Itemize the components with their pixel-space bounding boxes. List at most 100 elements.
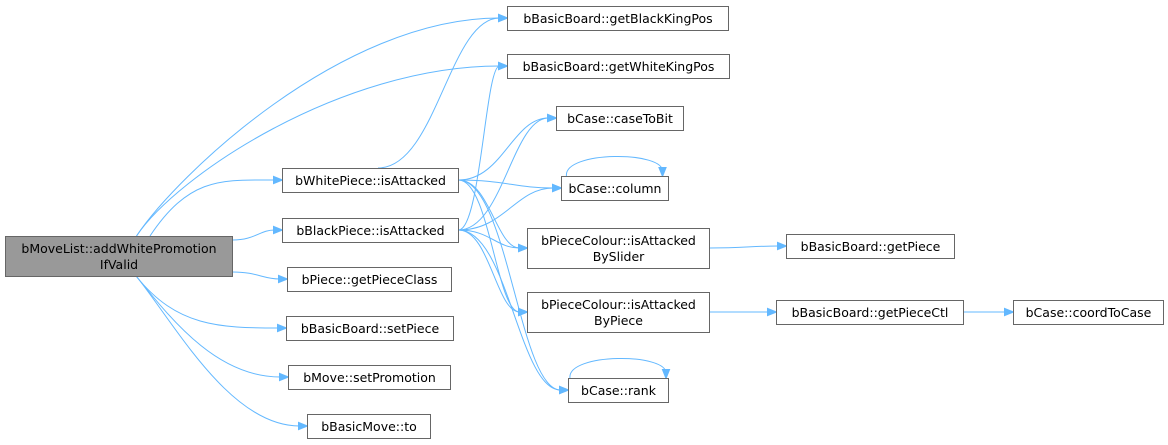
edge-whiteAttacked-caseToBit: [458, 113, 558, 181]
edge-line: [458, 65, 500, 231]
edge-root-pieceClass: [232, 271, 289, 284]
edge-arrowhead: [273, 225, 284, 235]
node-label: bBasicBoard::setPiece: [301, 321, 440, 336]
node-box: [507, 6, 729, 31]
node-label: bMove::setPromotion: [303, 370, 436, 385]
edge-line: [136, 276, 300, 427]
edge-arrowhead: [278, 274, 289, 284]
node-label: bCase::column: [569, 181, 662, 196]
node-whiteKing[interactable]: bBasicBoard::getWhiteKingPos: [507, 54, 730, 79]
edge-arrowhead: [1004, 307, 1015, 317]
node-to[interactable]: bBasicMove::to: [307, 414, 431, 439]
edge-line: [232, 229, 275, 241]
node-label: ByPiece: [594, 313, 643, 328]
edge-line: [458, 187, 554, 231]
edge-whiteAttacked-rank: [458, 179, 570, 395]
edge-blackAttacked-bySlider: [458, 229, 529, 253]
node-box: [286, 316, 454, 341]
node-getPieceCtl[interactable]: bBasicBoard::getPieceCtl: [776, 300, 964, 325]
node-label: bBasicBoard::getPieceCtl: [792, 305, 949, 320]
node-label: bCase::rank: [581, 383, 657, 398]
edge-line: [458, 179, 554, 189]
edge-root-blackAttacked: [232, 225, 284, 241]
edge-column-column: [565, 155, 667, 178]
node-setPiece[interactable]: bBasicBoard::setPiece: [286, 316, 454, 341]
edge-arrowhead: [559, 385, 570, 395]
edge-arrowhead: [777, 241, 788, 251]
edge-root-to: [136, 276, 309, 431]
edge-root-setPromotion: [136, 276, 290, 382]
node-box: [507, 54, 730, 79]
node-getPiece[interactable]: bBasicBoard::getPiece: [786, 234, 955, 259]
node-label: BySlider: [593, 249, 645, 264]
edge-getPieceCtl-coordToCase: [963, 307, 1015, 317]
node-label: bBasicBoard::getBlackKingPos: [523, 11, 712, 26]
edge-line: [458, 179, 520, 313]
node-box: [1013, 300, 1164, 325]
node-caseToBit[interactable]: bCase::caseToBit: [556, 106, 684, 131]
node-box: [282, 168, 459, 193]
edge-root-whiteKing: [136, 61, 509, 237]
node-box: [776, 300, 964, 325]
node-coordToCase[interactable]: bCase::coordToCase: [1013, 300, 1164, 325]
node-label: bMoveList::addWhitePromotion: [21, 241, 216, 256]
node-box: [288, 365, 451, 390]
edge-root-blackKing: [136, 13, 509, 237]
node-box: [287, 267, 452, 292]
edge-arrowhead: [552, 183, 563, 193]
edge-bySlider-getPiece: [709, 241, 788, 251]
edge-line: [232, 271, 280, 280]
edge-line: [458, 117, 549, 231]
node-pieceClass[interactable]: bPiece::getPieceClass: [287, 267, 452, 292]
node-blackAttacked[interactable]: bBlackPiece::isAttacked: [282, 218, 459, 243]
edge-arrowhead: [279, 372, 290, 382]
edge-line: [136, 65, 500, 237]
edges-layer: [136, 13, 1015, 431]
edge-line: [136, 276, 281, 378]
edge-root-whiteAttacked: [149, 175, 284, 237]
edge-arrowhead: [277, 323, 288, 333]
node-label: bPiece::getPieceClass: [302, 272, 438, 287]
node-rank[interactable]: bCase::rank: [568, 378, 669, 403]
edge-line: [565, 155, 664, 177]
node-box: [556, 106, 684, 131]
node-label: bBasicMove::to: [321, 419, 417, 434]
edge-whiteAttacked-blackKing: [377, 13, 509, 169]
edge-arrowhead: [273, 175, 284, 185]
edge-rank-rank: [569, 357, 671, 380]
edge-blackAttacked-rank: [458, 229, 570, 395]
node-box: [561, 176, 669, 201]
node-box: [282, 218, 459, 243]
node-label: bBasicBoard::getPiece: [801, 239, 941, 254]
node-label: bBasicBoard::getWhiteKingPos: [523, 59, 715, 74]
node-box: [568, 378, 669, 403]
node-label: bPieceColour::isAttacked: [541, 297, 696, 312]
node-label: bWhitePiece::isAttacked: [295, 173, 446, 188]
edge-line: [136, 17, 500, 237]
node-label: bCase::coordToCase: [1026, 305, 1152, 320]
edge-root-setPiece: [136, 276, 288, 333]
node-box: [527, 292, 710, 333]
node-label: bPieceColour::isAttacked: [541, 233, 696, 248]
node-whiteAttacked[interactable]: bWhitePiece::isAttacked: [282, 168, 459, 193]
edge-line: [136, 276, 279, 329]
edge-arrowhead: [518, 243, 529, 253]
edge-line: [458, 179, 561, 391]
edge-arrowhead: [498, 61, 509, 71]
node-column[interactable]: bCase::column: [561, 176, 669, 201]
edge-line: [149, 179, 275, 237]
edge-arrowhead: [547, 113, 558, 123]
node-setPromotion[interactable]: bMove::setPromotion: [288, 365, 451, 390]
node-blackKing[interactable]: bBasicBoard::getBlackKingPos: [507, 6, 729, 31]
node-label: bBlackPiece::isAttacked: [296, 223, 444, 238]
node-box: [5, 236, 233, 277]
edge-line: [458, 229, 520, 313]
edge-line: [709, 245, 779, 249]
edge-line: [458, 117, 549, 181]
edge-blackAttacked-column: [458, 183, 563, 231]
